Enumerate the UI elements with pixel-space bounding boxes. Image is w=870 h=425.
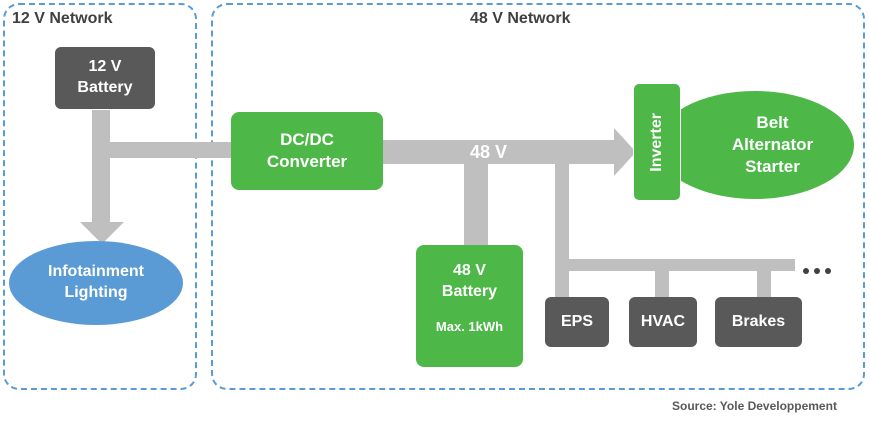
inverter: Inverter	[633, 83, 681, 201]
connector-to-brakes	[757, 268, 771, 298]
connector-bus-to-48v-battery	[464, 160, 488, 248]
12v-battery: 12 V Battery	[55, 47, 155, 109]
bas-ellipse	[656, 91, 854, 199]
source-caption: Source: Yole Developpement	[672, 399, 837, 413]
connector-to-hvac	[655, 268, 669, 298]
48v-battery-label: 48 V Battery	[441, 262, 498, 300]
infotainment-ellipse	[9, 241, 183, 325]
brakes-box: Brakes	[715, 297, 802, 347]
connector-bus-to-loads	[555, 160, 569, 300]
48v-network-frame	[211, 3, 865, 390]
bus-voltage-label: 48 V	[470, 142, 508, 162]
arrow-to-inverter	[614, 128, 636, 176]
connector-12v-battery-down	[92, 110, 110, 225]
48v-network-title: 48 V Network	[470, 10, 571, 27]
12v-network-frame	[3, 3, 197, 390]
belt-alternator-starter: Belt Alternator Starter	[731, 112, 814, 177]
more-loads-ellipsis	[803, 261, 836, 279]
loads-horizontal-bus	[569, 259, 795, 271]
arrow-to-infotainment	[80, 222, 124, 244]
infotainment-lighting: Infotainment Lighting	[48, 263, 144, 301]
48v-battery-capacity: Max. 1kWh	[435, 318, 504, 334]
12v-network-title: 12 V Network	[12, 10, 113, 27]
dcdc-converter: DC/DC Converter	[231, 112, 383, 190]
eps-box: EPS	[545, 297, 609, 347]
inverter-label: Inverter	[647, 112, 665, 172]
hvac-box: HVAC	[629, 297, 697, 347]
main-48v-bus	[383, 140, 618, 164]
connector-12v-to-dcdc	[110, 142, 232, 158]
48v-battery: 48 V Battery Max. 1kWh	[416, 245, 523, 367]
